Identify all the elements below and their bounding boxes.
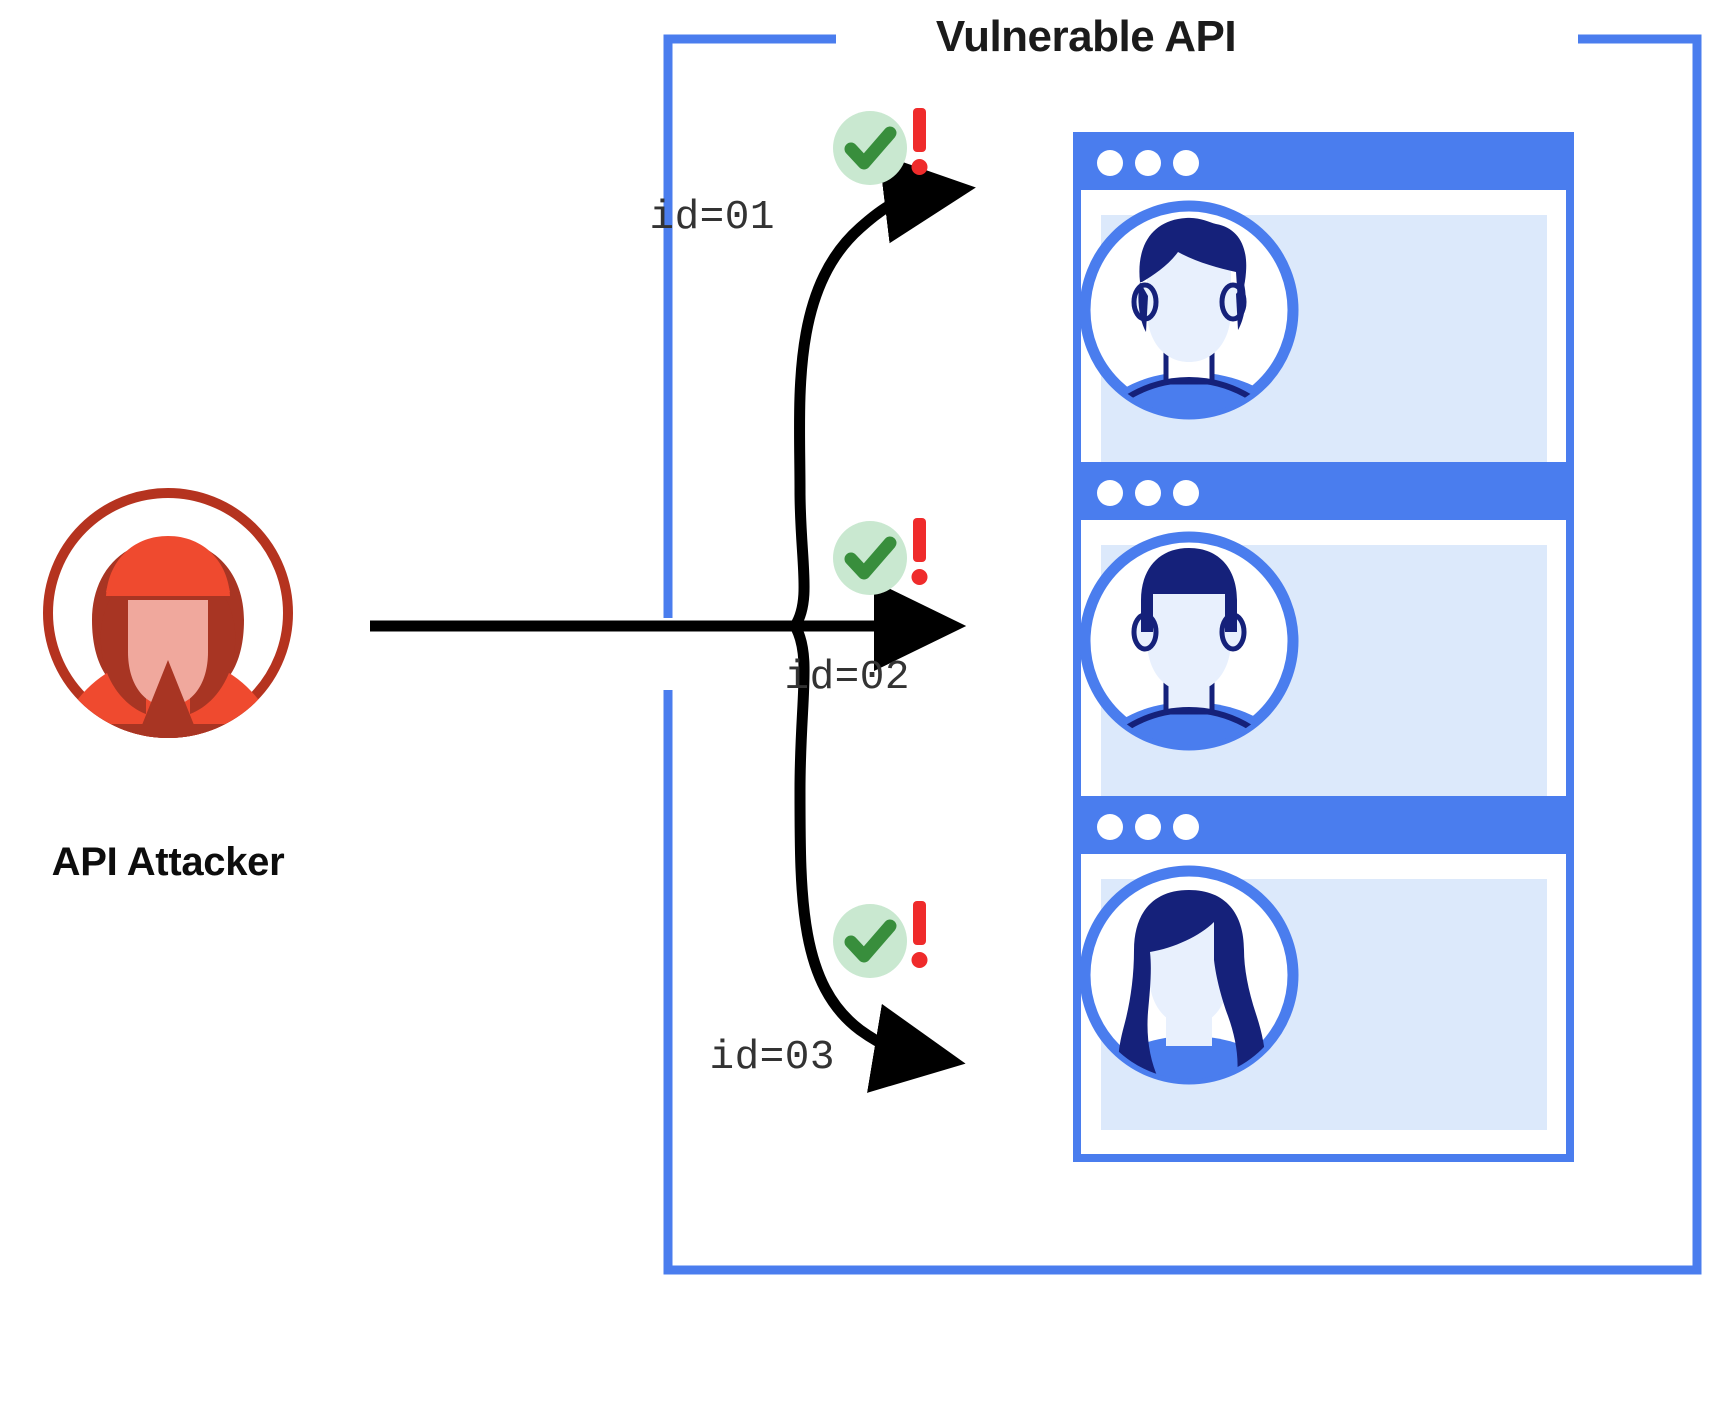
- user-avatar-male-wavy-hair: [1079, 200, 1299, 420]
- red-exclamation-icon: [911, 108, 928, 175]
- window-dot: [1135, 480, 1161, 506]
- resource-window-3[interactable]: [1073, 796, 1574, 1162]
- window-dot: [1097, 480, 1123, 506]
- red-exclamation-icon: [911, 518, 928, 585]
- red-exclamation-icon: [911, 901, 928, 968]
- api-attacker-icon: [43, 488, 293, 738]
- window-dot: [1173, 480, 1199, 506]
- resource-window-2[interactable]: [1073, 462, 1574, 828]
- resource-window-1[interactable]: [1073, 132, 1574, 498]
- arrow-to-window-3: [790, 623, 966, 1093]
- status-badge-1: [833, 108, 928, 185]
- request-label-3: id=03: [709, 1035, 835, 1081]
- arrow-to-window-1: [790, 153, 976, 630]
- window-dot: [1173, 150, 1199, 176]
- page-title: Vulnerable API: [935, 12, 1237, 61]
- window-dot: [1173, 814, 1199, 840]
- window-dot: [1097, 150, 1123, 176]
- window-dot: [1097, 814, 1123, 840]
- window-dot: [1135, 150, 1161, 176]
- vulnerable-api-boundary: [663, 34, 1702, 1275]
- window-dot: [1135, 814, 1161, 840]
- status-badge-2: [833, 518, 928, 595]
- status-badge-3: [833, 901, 928, 978]
- attacker-label: API Attacker: [51, 840, 285, 884]
- request-label-1: id=01: [649, 195, 775, 241]
- user-avatar-female-long-hair: [1079, 865, 1299, 1085]
- request-label-2: id=02: [784, 655, 910, 701]
- request-arrows: [370, 153, 976, 1093]
